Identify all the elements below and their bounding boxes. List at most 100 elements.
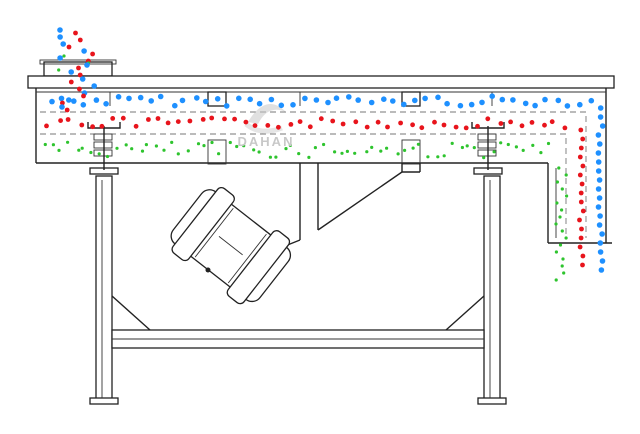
- vibration-motor-icon: [170, 186, 292, 305]
- particle-large: [596, 177, 603, 183]
- particle-large: [381, 96, 387, 102]
- particle-fine: [560, 208, 564, 212]
- particle-medium: [580, 262, 585, 268]
- particle-medium: [419, 125, 425, 131]
- particle-large: [214, 96, 221, 102]
- particle-medium: [580, 136, 586, 142]
- particle-medium: [463, 125, 469, 131]
- particle-large: [499, 96, 506, 103]
- particle-fine: [176, 152, 180, 156]
- particle-medium: [364, 124, 370, 130]
- particle-fine: [450, 141, 454, 145]
- particle-large: [412, 97, 418, 104]
- particle-large: [422, 95, 428, 102]
- particle-large: [510, 97, 516, 103]
- particle-medium: [578, 190, 584, 196]
- particle-fine: [562, 271, 566, 275]
- particle-medium: [580, 208, 586, 214]
- particle-large: [390, 98, 396, 104]
- particle-large: [60, 41, 66, 47]
- particle-fine: [89, 150, 93, 155]
- particle-medium: [318, 116, 324, 122]
- particle-fine: [274, 155, 278, 159]
- particle-large: [468, 101, 475, 108]
- particle-large: [599, 258, 606, 264]
- particle-large: [66, 97, 72, 103]
- particle-large: [597, 249, 604, 255]
- particle-medium: [146, 117, 151, 122]
- particle-large: [80, 102, 87, 108]
- particle-fine: [322, 142, 326, 147]
- particle-fine: [257, 150, 261, 154]
- particle-medium: [432, 119, 437, 125]
- particle-fine: [436, 155, 440, 159]
- particle-medium: [562, 125, 568, 131]
- particle-fine: [66, 140, 70, 144]
- particle-fine: [554, 250, 559, 254]
- particle-fine: [57, 68, 61, 72]
- particle-fine: [555, 201, 559, 205]
- particle-fine: [557, 166, 561, 170]
- particle-fine: [252, 148, 256, 152]
- particle-fine: [564, 173, 568, 177]
- particle-medium: [110, 116, 116, 121]
- particle-large: [588, 97, 595, 104]
- particle-large: [247, 96, 253, 103]
- particle-fine: [284, 147, 288, 151]
- particle-medium: [90, 124, 95, 130]
- particle-medium: [276, 124, 281, 130]
- particle-fine: [396, 152, 400, 156]
- particle-large: [91, 83, 97, 89]
- particle-fine: [57, 148, 61, 152]
- particle-fine: [465, 144, 469, 148]
- particle-medium: [453, 124, 459, 130]
- particle-large: [81, 48, 87, 54]
- particle-large: [368, 99, 375, 106]
- particle-fine: [62, 54, 66, 58]
- particle-fine: [492, 150, 496, 154]
- particle-fine: [170, 140, 174, 144]
- particle-fine: [554, 222, 558, 226]
- particle-large: [599, 231, 605, 237]
- particle-medium: [398, 120, 403, 126]
- particle-medium: [340, 121, 346, 127]
- particle-fine: [514, 145, 519, 149]
- particle-medium: [307, 124, 313, 130]
- particle-fine: [560, 229, 564, 233]
- particle-large: [268, 96, 275, 103]
- particle-medium: [549, 119, 555, 125]
- particle-large: [302, 95, 308, 102]
- particle-medium: [209, 115, 215, 121]
- particle-large: [84, 62, 90, 68]
- particle-medium: [577, 154, 583, 160]
- particle-fine: [144, 143, 148, 147]
- particle-medium: [385, 124, 390, 130]
- particle-large: [596, 222, 603, 228]
- motor-bolt: [205, 267, 211, 273]
- particle-medium: [577, 244, 583, 250]
- particle-medium: [578, 199, 584, 205]
- particle-fine: [499, 141, 503, 145]
- particle-fine: [416, 142, 420, 146]
- particle-large: [148, 98, 154, 104]
- particle-fine: [210, 140, 214, 145]
- particle-large: [595, 150, 602, 156]
- particle-medium: [243, 119, 249, 125]
- support-frame: [89, 175, 507, 405]
- particle-fine: [140, 149, 145, 153]
- particle-medium: [529, 120, 535, 125]
- particle-large: [333, 95, 340, 101]
- particle-medium: [519, 123, 525, 129]
- particle-fine: [307, 155, 311, 159]
- particle-large: [57, 27, 63, 33]
- particle-large: [172, 102, 178, 109]
- particle-fine: [555, 180, 560, 184]
- particle-large: [596, 195, 603, 201]
- particle-medium: [577, 217, 582, 223]
- particle-medium: [577, 172, 583, 178]
- particle-medium: [76, 65, 81, 71]
- particle-fine: [105, 154, 110, 159]
- particle-fine: [442, 154, 446, 158]
- spring-icon: [87, 122, 121, 175]
